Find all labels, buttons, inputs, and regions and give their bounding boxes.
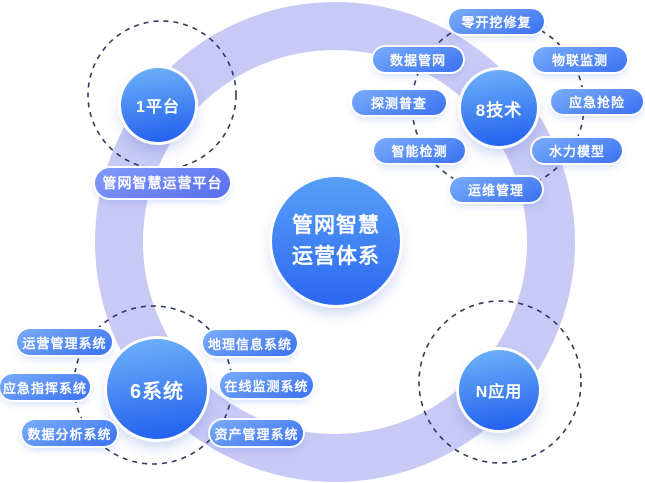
pill-data-pipe-network: 数据管网 (373, 47, 463, 72)
pill-intelligent-detection: 智能检测 (374, 138, 465, 163)
pill-operation-maintenance: 运维管理 (450, 177, 542, 202)
center-hub-title-line1: 管网智慧 (292, 214, 380, 237)
pill-online-monitoring-system: 在线监测系统 (220, 372, 313, 398)
pill-iot-monitoring: 物联监测 (533, 47, 627, 72)
apps-node-circle: N应用 (459, 350, 539, 430)
center-hub-circle: 管网智慧 运营体系 (272, 177, 400, 305)
platform-node-circle: 1平台 (121, 68, 195, 142)
pill-emergency-rescue: 应急抢险 (551, 89, 643, 114)
pill-smart-operation-platform: 管网智慧运营平台 (95, 168, 230, 198)
pill-asset-management-system: 资产管理系统 (210, 420, 303, 446)
pill-hydraulic-model: 水力模型 (532, 138, 622, 163)
apps-dashed-circle (418, 300, 582, 464)
tech-node-circle: 8技术 (461, 70, 537, 146)
pill-geographic-information-system: 地理信息系统 (203, 330, 297, 356)
pill-emergency-command-system: 应急指挥系统 (0, 374, 90, 400)
pill-data-analysis-system: 数据分析系统 (22, 420, 117, 446)
pill-zero-excavation-repair: 零开挖修复 (449, 9, 544, 34)
pill-operation-management-system: 运营管理系统 (17, 329, 112, 355)
center-hub-title-line2: 运营体系 (292, 245, 380, 268)
platform-dashed-circle (87, 20, 237, 170)
systems-node-circle: 6系统 (107, 339, 207, 439)
pill-detection-survey: 探测普查 (352, 90, 446, 115)
